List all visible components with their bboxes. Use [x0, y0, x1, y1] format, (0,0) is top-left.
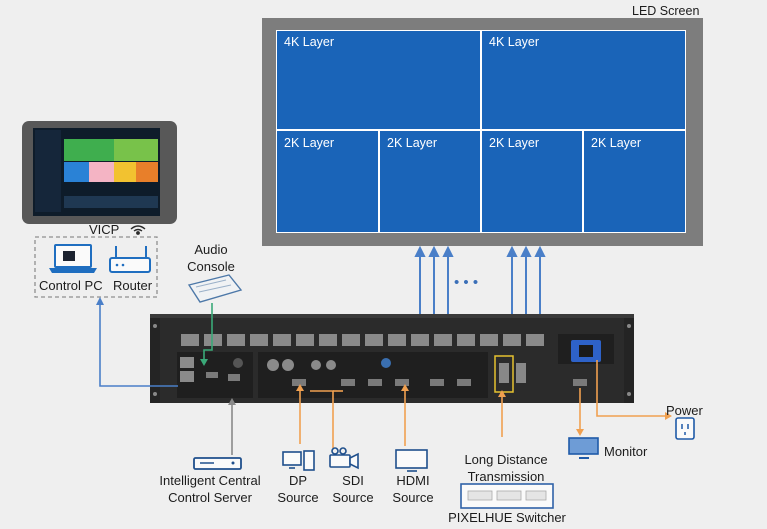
router-label: Router: [113, 278, 153, 293]
layer-label-2k-3: 2K Layer: [489, 136, 540, 150]
hdmi-source-label-line1: HDMI: [396, 473, 430, 488]
led-screen-title: LED Screen: [632, 4, 700, 18]
layer-label-2k-4: 2K Layer: [591, 136, 642, 150]
layer-2k-4: [584, 131, 685, 232]
ldt-label-line1: Long Distance: [464, 452, 548, 467]
icc-server-label-line1: Intelligent Central: [159, 473, 261, 488]
hdmi-source-label-line2: Source: [392, 490, 434, 505]
camera-icon: [329, 447, 359, 470]
dp-source-label-line2: Source: [277, 490, 319, 505]
mixer-icon: [187, 274, 243, 303]
layer-label-2k-2: 2K Layer: [387, 136, 438, 150]
layer-label-4k-1: 4K Layer: [284, 35, 335, 49]
audio-console-label-line1: Audio: [194, 242, 228, 257]
sdi-source-label-line2: Source: [332, 490, 374, 505]
laptop-icon: [49, 244, 97, 273]
layer-label-4k-2: 4K Layer: [489, 35, 540, 49]
ellipsis-label: • • •: [454, 274, 479, 291]
output-arrows: [414, 245, 546, 314]
router-icon: [109, 246, 151, 273]
layer-4k-1: [277, 31, 480, 129]
dp-source-label-line1: DP: [288, 473, 308, 488]
audio-console-label-line2: Console: [187, 259, 235, 274]
layer-4k-2: [482, 31, 685, 129]
pixelhue-switcher-label: PIXELHUE Switcher: [448, 510, 566, 525]
layer-label-2k-1: 2K Layer: [284, 136, 335, 150]
ldt-label-line2: Transmission: [467, 469, 545, 484]
wifi-icon: [130, 225, 146, 235]
monitor-label: Monitor: [604, 444, 648, 459]
tablet-icon: [22, 121, 177, 224]
connection-lines: [96, 297, 672, 455]
layer-2k-1: [277, 131, 378, 232]
led-screen: [262, 18, 703, 246]
hdmi-monitor-icon: [395, 449, 428, 472]
monitor-icon: [568, 437, 599, 459]
layer-2k-2: [380, 131, 480, 232]
layer-2k-3: [482, 131, 582, 232]
sdi-source-label-line1: SDI: [342, 473, 364, 488]
outlet-icon: [675, 417, 695, 440]
main-processor-device: [150, 314, 634, 403]
icc-server-label-line2: Control Server: [168, 490, 252, 505]
vicp-label: VICP: [89, 222, 120, 237]
server-icon: [193, 457, 242, 470]
desktop-pc-icon: [282, 450, 315, 471]
control-pc-label: Control PC: [39, 278, 103, 293]
switcher-icon: [460, 483, 554, 509]
power-label: Power: [666, 403, 703, 418]
